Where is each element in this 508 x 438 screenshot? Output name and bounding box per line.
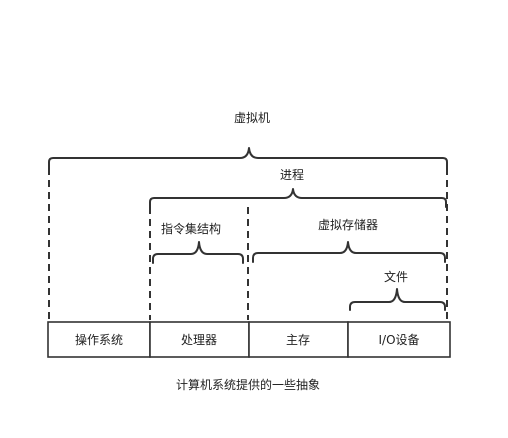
- brace-virtual-machine: [48, 147, 448, 169]
- hardware-row: 操作系统 处理器 主存 I/O设备: [47, 321, 451, 358]
- box-processor: [149, 321, 250, 358]
- label-process: 进程: [280, 167, 304, 182]
- brace-virtual-memory: [252, 241, 446, 263]
- label-file: 文件: [384, 269, 408, 284]
- box-main-memory: [248, 321, 349, 358]
- brace-file: [349, 288, 446, 311]
- box-label-io-devices: I/O设备: [378, 333, 419, 347]
- caption: 计算机系统提供的一些抽象: [176, 377, 320, 392]
- label-instruction-set: 指令集结构: [161, 221, 221, 236]
- brace-process: [149, 188, 447, 208]
- label-virtual-machine: 虚拟机: [234, 111, 270, 125]
- brace-instruction-set: [152, 241, 244, 264]
- box-label-operating-system: 操作系统: [75, 332, 123, 347]
- box-io-devices: [347, 321, 451, 358]
- box-label-main-memory: 主存: [286, 333, 310, 347]
- box-label-processor: 处理器: [181, 333, 217, 347]
- label-virtual-memory: 虚拟存储器: [318, 217, 378, 232]
